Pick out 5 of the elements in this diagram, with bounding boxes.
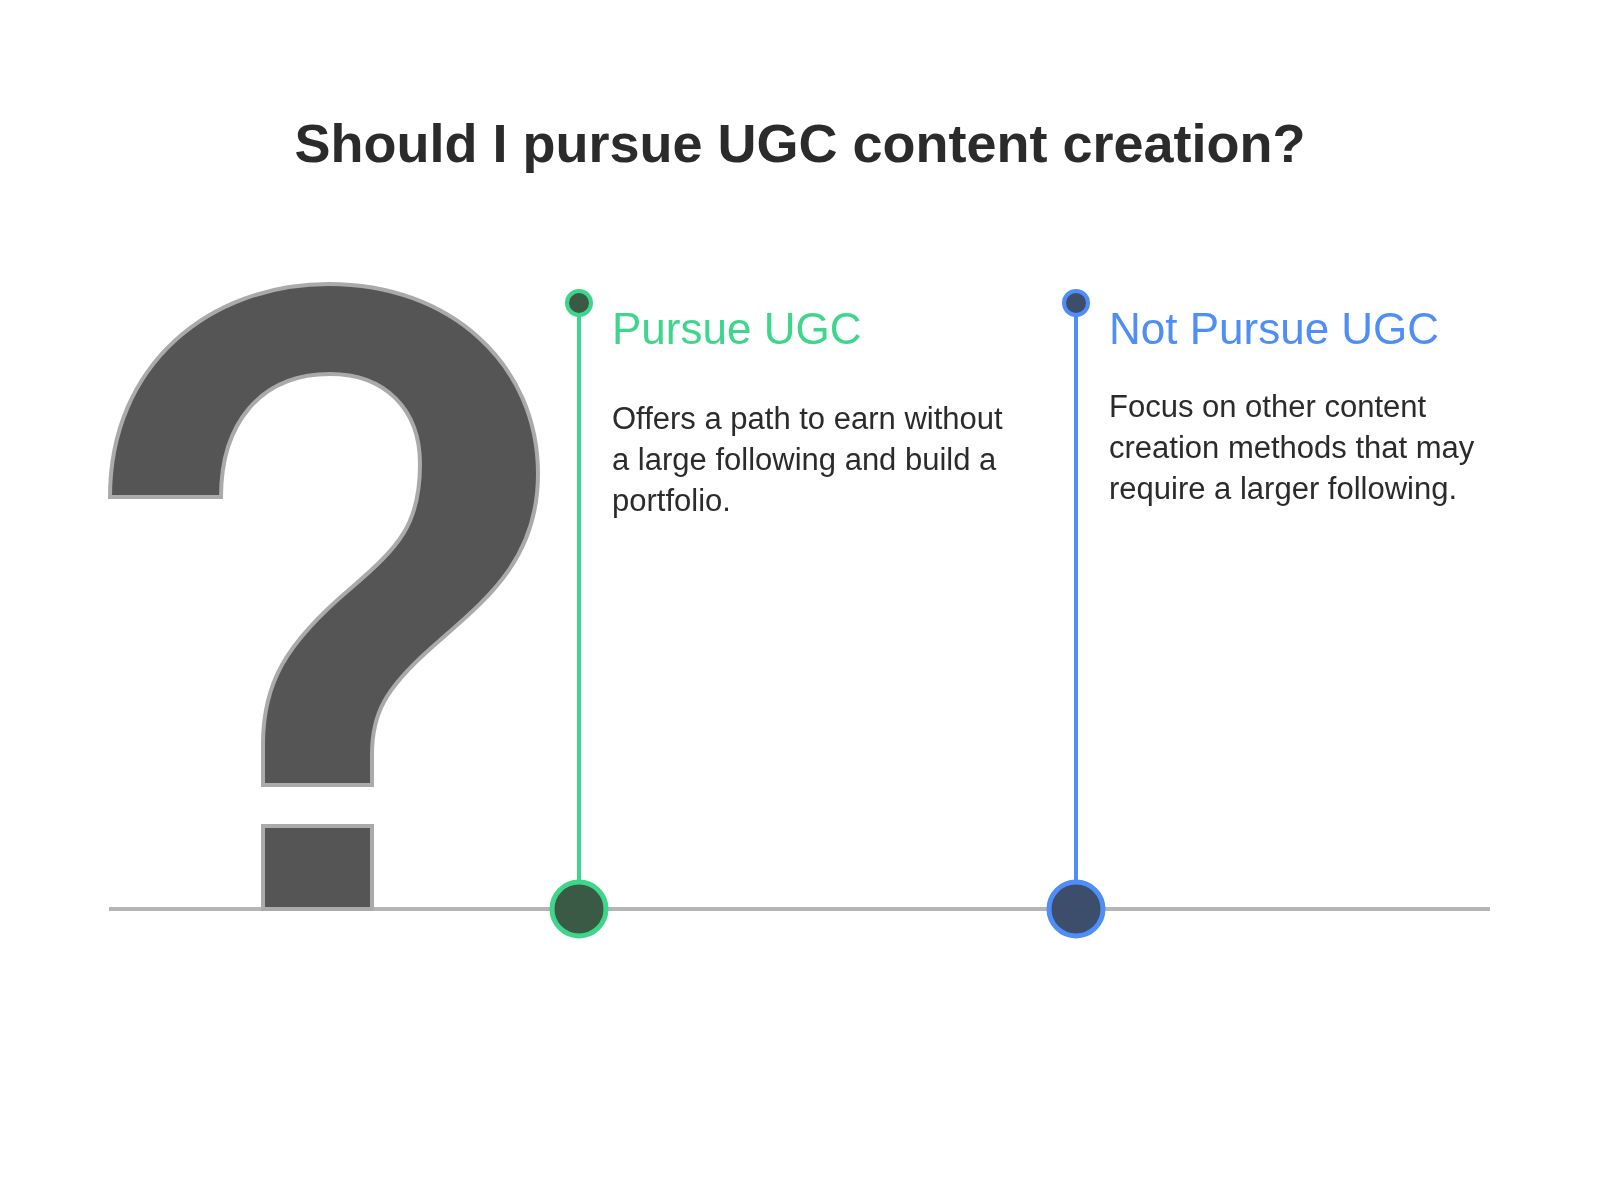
title: Should I pursue UGC content creation? xyxy=(293,112,1307,174)
option-heading: Pursue UGC xyxy=(612,303,863,355)
option-description: Focus on other content creation methods that may require a larger following. xyxy=(1109,387,1476,508)
option-heading: Not Pursue UGC xyxy=(1109,303,1441,355)
option-description: Offers a path to earn without a large following and build a portfolio. xyxy=(612,399,1004,520)
